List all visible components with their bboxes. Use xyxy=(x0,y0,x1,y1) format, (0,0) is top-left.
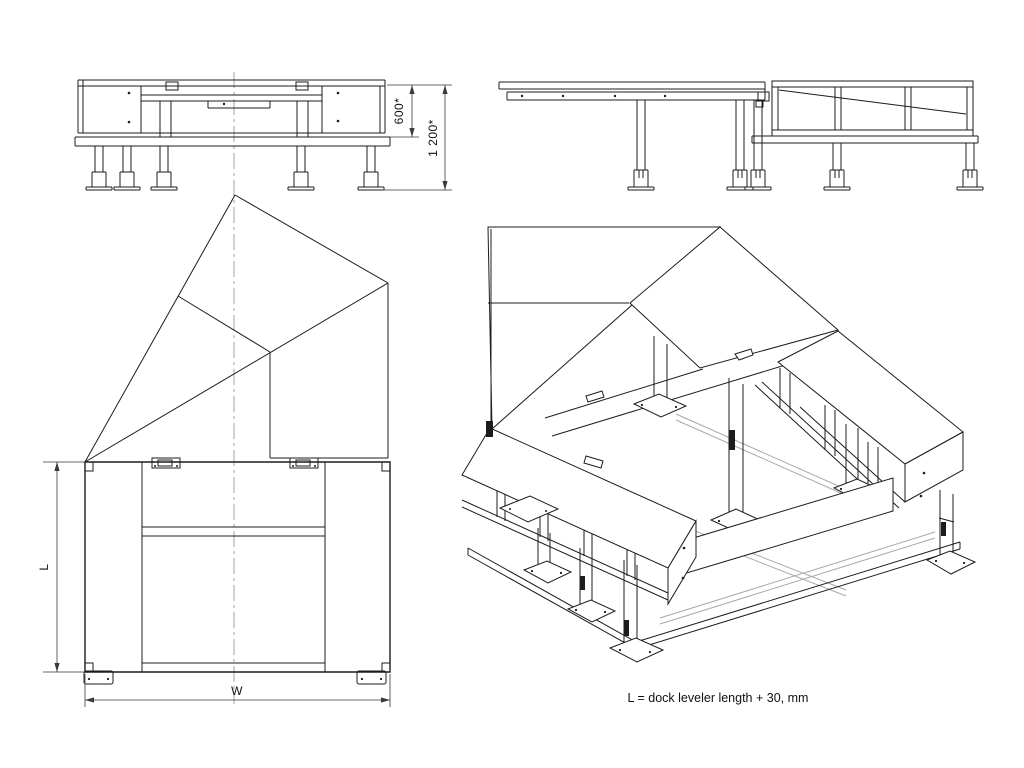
plan-view: L W xyxy=(37,194,391,707)
side-view xyxy=(498,80,984,191)
iso-hinge xyxy=(486,421,493,437)
dimension-1200: 1 200* xyxy=(426,119,440,157)
front-view: 600* 1 200* xyxy=(74,79,452,191)
plan-view-dimensions: L W xyxy=(37,461,391,707)
iso-cross-beam xyxy=(669,477,894,579)
plan-foldout-triangles xyxy=(84,194,389,463)
front-view-dimensions: 600* 1 200* xyxy=(382,84,452,191)
dimension-L: L xyxy=(37,563,51,570)
isometric-view xyxy=(461,226,977,663)
iso-lip-panel xyxy=(629,226,840,369)
dimension-W: W xyxy=(231,684,243,698)
iso-legs xyxy=(522,490,977,663)
side-view-legs xyxy=(627,100,984,191)
front-view-legs xyxy=(85,146,385,191)
iso-right-beam xyxy=(777,330,964,465)
dimension-600: 600* xyxy=(392,98,406,125)
note-text: L = dock leveler length + 30, mm xyxy=(628,691,809,705)
